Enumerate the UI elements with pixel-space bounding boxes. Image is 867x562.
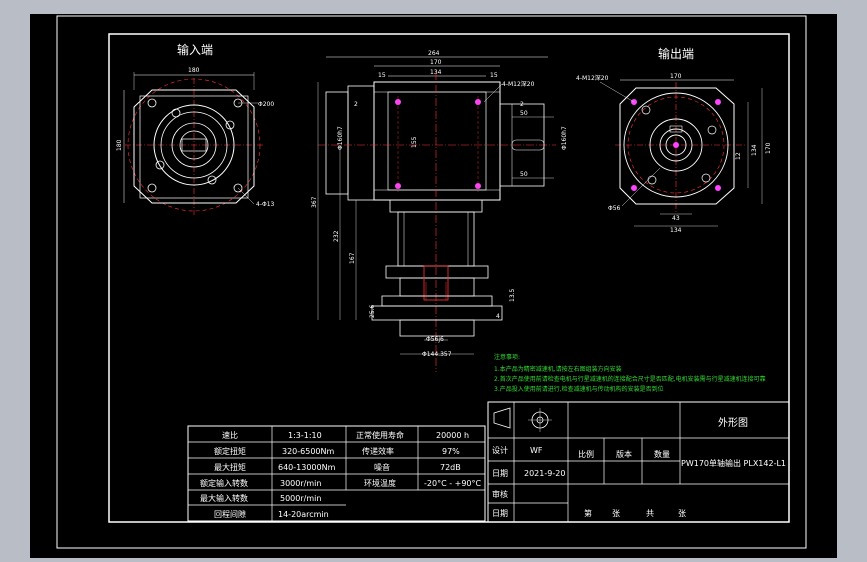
front-232-dim: 232 <box>333 230 340 242</box>
outer-border <box>56 15 807 549</box>
front-15a-dim: 15 <box>378 72 386 79</box>
notes-line3: 3.产品投入使用前请进行,检查减速机与传动机构的安装是否到位 <box>494 385 664 393</box>
sheet-unit: 张 <box>612 509 620 518</box>
spec-r3-k2: 环境温度 <box>364 478 396 488</box>
spec-r2-v2: 72dB <box>440 463 461 472</box>
qty-label: 数量 <box>654 449 670 459</box>
spec-r1-k2: 传递效率 <box>362 446 394 456</box>
in-bolt-circle-dim: Φ200 <box>258 101 274 108</box>
design-label: 设计 <box>492 445 508 455</box>
spec-r1-v2: 97% <box>442 447 460 456</box>
spec-r0-v2: 20000 h <box>436 431 469 440</box>
projection-symbol-icon <box>493 407 552 432</box>
front-4-dim: 4 <box>496 313 500 320</box>
front-170-dim: 170 <box>430 59 442 66</box>
spec-r4-k1: 最大输入转数 <box>200 493 248 503</box>
out-43-dim: 43 <box>672 215 680 222</box>
spec-r3-v2: -20°C - +90°C <box>424 479 482 488</box>
spec-r5-v1: 14-20arcmin <box>278 510 329 519</box>
front-total-dim: 264 <box>428 50 440 57</box>
front-view: 264 170 134 15 15 4-M12深20 2 2 155 Φ160h… <box>311 50 568 372</box>
front-135-dim: 13.5 <box>509 288 516 302</box>
inner-border <box>108 33 790 523</box>
notes: 注意事项: 1.本产品为精密减速机,请按左右图组装方向安装 2.首次产品使用前请… <box>494 353 766 393</box>
out-134b-dim: 134 <box>751 144 758 156</box>
spec-r1-v1: 320-6500Nm <box>282 447 335 456</box>
spec-r2-v1: 640-13000Nm <box>278 463 336 472</box>
sheet-no: 第 <box>584 508 592 518</box>
date2-label: 日期 <box>492 509 508 518</box>
out-170b-dim: 170 <box>765 142 772 154</box>
output-title: 输出端 <box>658 46 694 61</box>
front-50b-dim: 50 <box>520 171 528 178</box>
product-name: PW170单轴输出 PLX142-L1 <box>681 458 786 468</box>
front-d56-dim: Φ56j6 <box>426 336 444 343</box>
in-width-dim: 180 <box>188 67 200 74</box>
version-label: 版本 <box>616 449 632 459</box>
spec-r5-k1: 回程间隙 <box>214 509 246 519</box>
front-155-dim: 155 <box>411 136 418 148</box>
out-d56-dim: Φ56 <box>608 205 621 212</box>
out-134a-dim: 134 <box>670 227 682 234</box>
output-end-view: 输出端 170 4-M12深20 Φ56 43 134 12 134 170 <box>576 46 772 234</box>
spec-r0-k2: 正常使用寿命 <box>356 430 404 440</box>
spec-r1-k1: 额定扭矩 <box>214 446 246 456</box>
date-label: 日期 <box>492 469 508 478</box>
title-block: 外形图 PW170单轴输出 PLX142-L1 设计 WF 比例 版本 数量 日… <box>487 401 790 523</box>
spec-r0-v1: 1:3-1:10 <box>288 431 322 440</box>
notes-title: 注意事项: <box>494 353 520 361</box>
notes-line2: 2.首次产品使用前请检查电机与行星减速机的连接配合尺寸是否匹配,电机安装需与行星… <box>494 375 766 383</box>
front-d144-dim: Φ144.357 <box>422 351 452 358</box>
front-d160b-dim: Φ160h7 <box>561 126 568 150</box>
spec-r4-v1: 5000r/min <box>280 494 321 503</box>
notes-line1: 1.本产品为精密减速机,请按左右图组装方向安装 <box>494 365 622 373</box>
spec-r2-k1: 最大扭矩 <box>214 462 246 472</box>
total-unit: 张 <box>678 509 686 518</box>
front-50a-dim: 50 <box>520 110 528 117</box>
front-256-dim: 25.6 <box>369 304 376 318</box>
out-holes-dim: 4-M12深20 <box>576 74 609 82</box>
canvas <box>30 14 837 558</box>
in-holes-dim: 4-Φ13 <box>256 201 275 208</box>
out-170-dim: 170 <box>670 73 682 80</box>
input-end-view: 输入端 180 180 Φ200 4-Φ13 <box>116 42 275 215</box>
front-d160-dim: Φ160h7 <box>337 126 344 150</box>
front-167-dim: 167 <box>349 252 356 264</box>
check-label: 审核 <box>492 489 508 499</box>
designer: WF <box>530 446 543 455</box>
front-thread-dim: 4-M12深20 <box>502 80 535 88</box>
front-15b-dim: 15 <box>490 72 498 79</box>
spec-r2-k2: 噪音 <box>374 462 390 472</box>
front-2a-dim: 2 <box>354 101 358 108</box>
total-label: 共 <box>646 509 654 518</box>
spec-r3-k1: 额定输入转数 <box>200 478 248 488</box>
drawing-name: 外形图 <box>718 417 748 429</box>
in-height-dim: 180 <box>116 139 123 151</box>
spec-r0-k1: 速比 <box>222 430 238 440</box>
out-12-dim: 12 <box>735 152 742 160</box>
front-367-dim: 367 <box>311 196 318 208</box>
date-value: 2021-9-20 <box>524 469 565 478</box>
front-2b-dim: 2 <box>520 101 524 108</box>
spec-table: 速比 1:3-1:10 正常使用寿命 20000 h 额定扭矩 320-6500… <box>187 425 486 522</box>
scale-label: 比例 <box>578 449 594 459</box>
spec-r3-v1: 3000r/min <box>280 479 321 488</box>
input-title: 输入端 <box>177 42 213 57</box>
